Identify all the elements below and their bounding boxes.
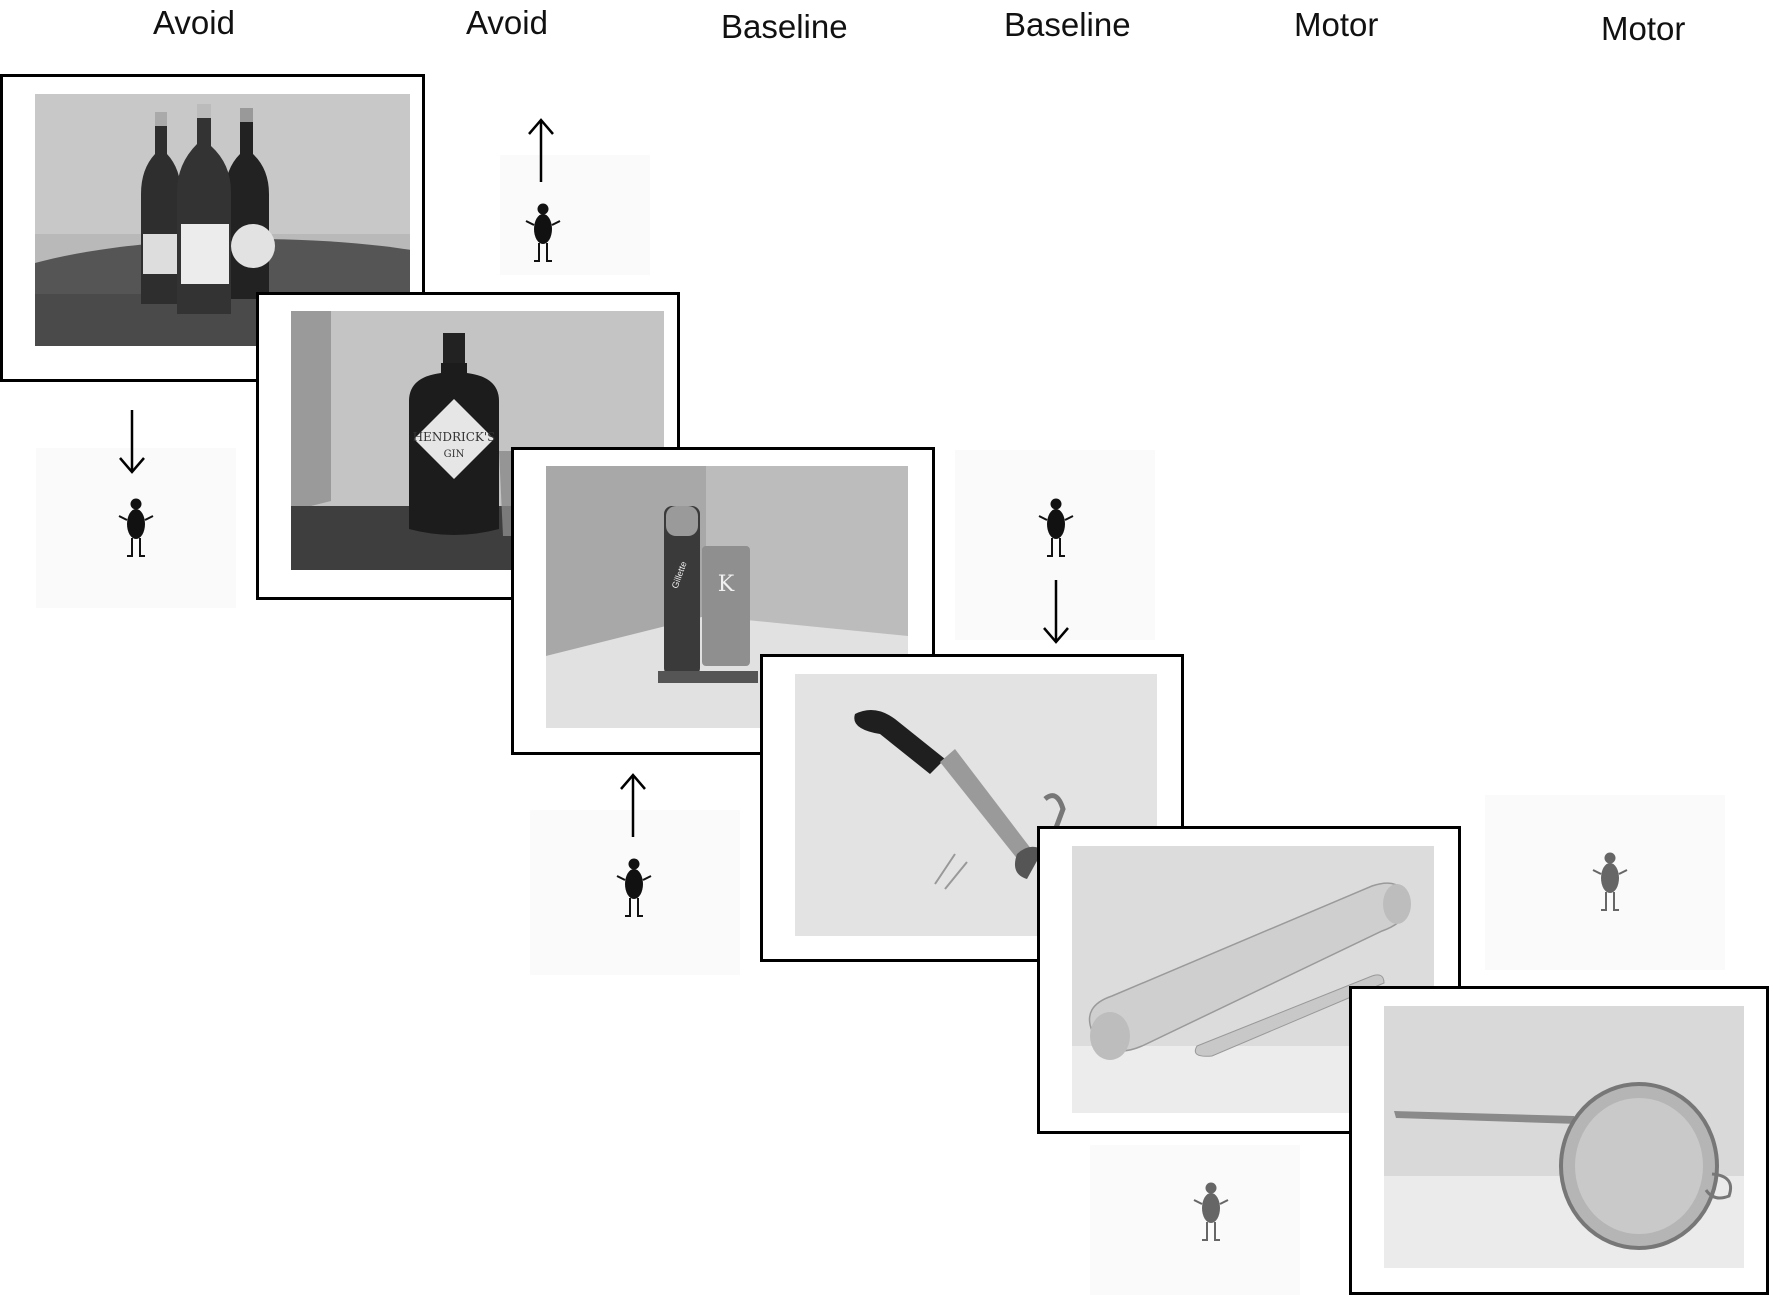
- column-label-baseline-1: Baseline: [721, 8, 848, 45]
- wine-bottles-photo: [35, 94, 410, 346]
- stick-figure-icon: [523, 203, 563, 265]
- arrow-down-icon: [1043, 580, 1069, 644]
- column-label-avoid-2: Avoid: [466, 4, 548, 41]
- column-label-motor-1: Motor: [1294, 6, 1379, 43]
- column-label-avoid-1: Avoid: [153, 4, 235, 41]
- arrow-up-icon: [620, 773, 646, 837]
- stick-figure-icon: [1036, 498, 1076, 560]
- column-label-baseline-2: Baseline: [1004, 6, 1131, 43]
- cue-background: [500, 155, 650, 275]
- arrow-up-icon: [528, 118, 554, 182]
- gin-brand-label: HENDRICK'S: [413, 430, 496, 444]
- sieve-photo: [1384, 1006, 1744, 1268]
- cue-background: [1090, 1145, 1300, 1295]
- kos-brand-label: K: [718, 572, 735, 597]
- gin-brand-sublabel: GIN: [444, 449, 465, 460]
- photo-card-sieve: [1349, 986, 1769, 1295]
- stick-figure-icon: [1191, 1182, 1231, 1244]
- stick-figure-icon: [614, 858, 654, 920]
- stick-figure-icon: [116, 498, 156, 560]
- shaving-products-photo: Gillette K: [546, 466, 908, 728]
- arrow-down-icon: [119, 410, 145, 474]
- column-label-motor-2: Motor: [1601, 10, 1686, 47]
- stick-figure-icon: [1590, 852, 1630, 914]
